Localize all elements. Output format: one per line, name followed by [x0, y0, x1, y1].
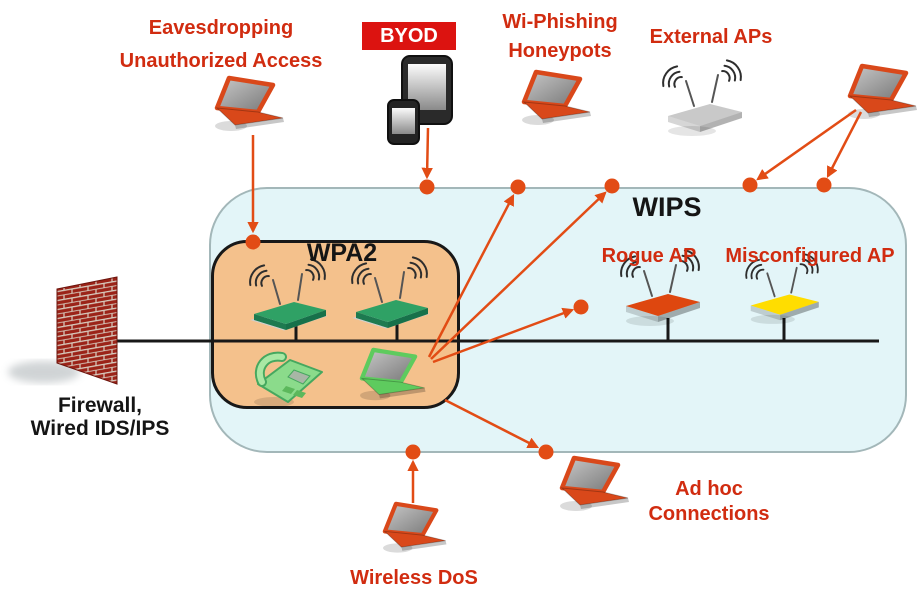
wiphishing-label: Wi-Phishing Honeypots	[502, 8, 617, 66]
misconfigured-ap-label: Misconfigured AP	[725, 245, 895, 267]
arrow-client-1	[427, 193, 515, 358]
blocked-dot-icon	[573, 299, 589, 315]
wiphishing-laptop-icon	[522, 72, 591, 125]
eavesdropping-label-line2: Unauthorized Access	[119, 50, 323, 72]
wiphishing-label-line1: Wi-Phishing	[502, 11, 618, 33]
firewall-label-line2: Wired IDS/IPS	[30, 417, 170, 440]
wpa2-zone-label: WPA2	[306, 239, 378, 267]
blocked-dot-icon	[742, 177, 758, 193]
blocked-dot-icon	[510, 179, 526, 195]
adhoc-label-line1: Ad hoc	[675, 478, 743, 500]
eavesdropping-laptop-icon	[215, 78, 284, 131]
secure-laptop-icon	[360, 350, 426, 400]
blocked-dot-icon	[538, 444, 554, 460]
arrow-external-2	[826, 111, 863, 179]
eavesdropping-label-line1: Eavesdropping	[148, 17, 294, 39]
adhoc-label-line2: Connections	[648, 503, 770, 525]
arrow-adhoc	[444, 398, 540, 449]
voip-phone-icon	[254, 357, 322, 407]
attack-arrows	[247, 108, 863, 503]
wips-zone-label: WIPS	[632, 192, 702, 222]
adhoc-label: Ad hoc Connections	[648, 477, 769, 527]
byod-devices-icon	[387, 55, 453, 145]
firewall-icon	[8, 276, 118, 385]
adhoc-laptop-icon	[560, 458, 629, 511]
arrow-external-1	[756, 108, 857, 181]
wireless-dos-label: Wireless DoS	[350, 567, 478, 589]
firewall-label-line1: Firewall,	[57, 394, 143, 417]
arrow-client-2	[430, 191, 607, 360]
rogue-ap-label: Rogue AP	[601, 245, 697, 267]
eavesdropping-label: Eavesdropping Unauthorized Access	[120, 12, 323, 78]
arrow-client-3	[432, 307, 575, 364]
byod-banner: BYOD	[362, 22, 456, 50]
blocked-dot-icon	[405, 444, 421, 460]
blocked-dot-icon	[245, 234, 261, 250]
external-aps-label: External APs	[649, 26, 773, 48]
byod-banner-label: BYOD	[380, 25, 438, 47]
external-ap-icon	[659, 58, 744, 136]
blocked-dot-icon	[419, 179, 435, 195]
external-attacker-laptop-icon	[848, 66, 917, 119]
blocked-dot-icon	[816, 177, 832, 193]
firewall-label: Firewall, Wired IDS/IPS	[31, 394, 170, 440]
blocked-dot-icon	[604, 178, 620, 194]
wireless-dos-laptop-icon	[383, 504, 446, 553]
wiphishing-label-line2: Honeypots	[508, 40, 612, 62]
arrow-byod	[421, 127, 433, 180]
blocked-dots	[245, 177, 832, 460]
